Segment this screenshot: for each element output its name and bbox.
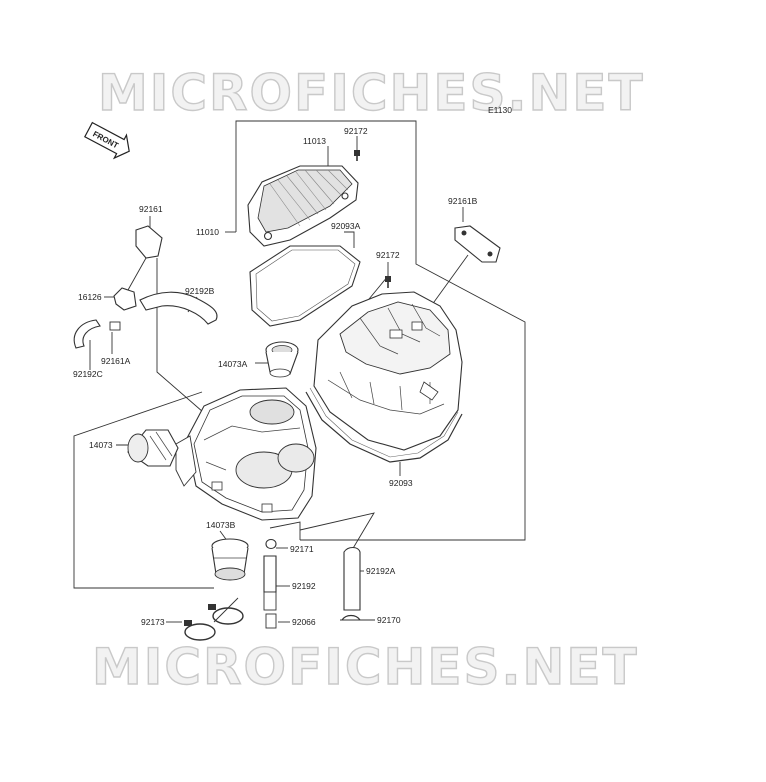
hose-92192 [263,555,277,611]
hose-92192a [343,546,361,611]
diagram-code: E1130 [488,105,512,115]
label-14073b: 14073B [206,520,236,530]
label-92161: 92161 [139,204,163,214]
label-92161a: 92161A [101,356,131,366]
front-arrow-icon: FRONT [84,121,130,160]
label-14073: 14073 [89,440,113,450]
clamp-92173 [184,604,244,641]
label-92093a: 92093A [331,221,361,231]
clip-92170 [340,614,361,621]
label-92192a: 92192A [366,566,396,576]
screw-92172-top [354,150,360,161]
air-cleaner-cover [313,291,463,451]
air-filter-element [247,165,359,247]
label-92192c: 92192C [73,369,103,379]
label-92066: 92066 [292,617,316,627]
duct-14073 [127,429,179,467]
duct-14073b [211,538,249,581]
label-92161b: 92161B [448,196,478,206]
air-cleaner-housing [175,387,317,521]
label-92192b: 92192B [185,286,215,296]
clip-92171 [265,538,277,550]
cap-92066 [265,613,277,629]
duct-14073a [265,341,299,378]
label-16126: 16126 [78,292,102,302]
label-92171: 92171 [290,544,314,554]
gasket-92093a [249,245,361,327]
label-92093: 92093 [389,478,413,488]
part-labels: 11013 92172 11010 92093A 92172 92161B 92… [73,126,478,627]
watermark-top: MICROFICHES.NET [98,64,645,122]
label-92192: 92192 [292,581,316,591]
label-92170: 92170 [377,615,401,625]
breather-assembly [73,225,218,349]
gasket-92093 [305,387,463,463]
label-92172-top: 92172 [344,126,368,136]
label-11010: 11010 [196,227,219,237]
watermark-bottom: MICROFICHES.NET [92,638,639,696]
bracket-92161b [454,225,501,263]
label-92172-mid: 92172 [376,250,400,260]
label-92173: 92173 [141,617,165,627]
screw-92172-mid [385,276,391,288]
label-14073a: 14073A [218,359,248,369]
label-11013: 11013 [303,136,326,146]
